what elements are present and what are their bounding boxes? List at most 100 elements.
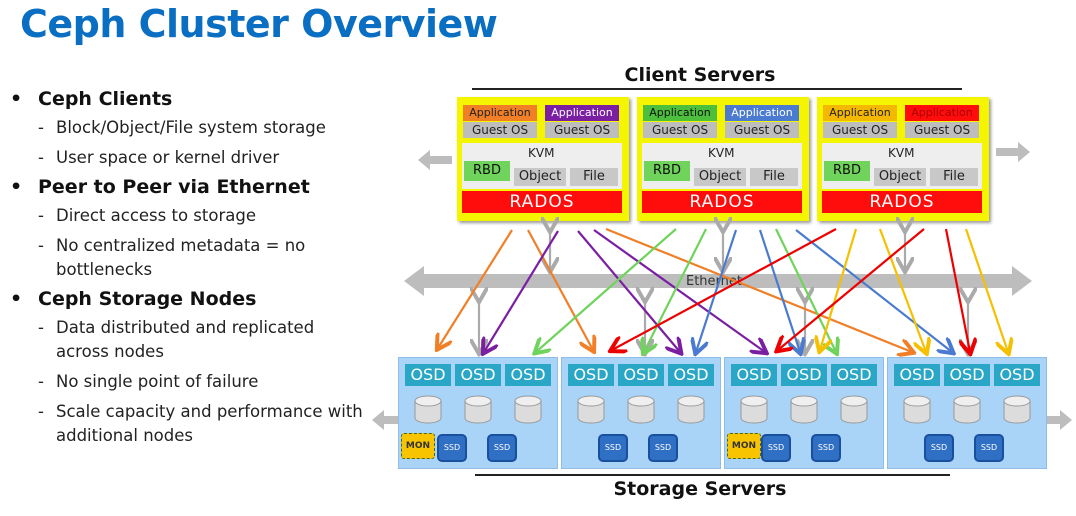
object-box: Object — [514, 168, 566, 186]
rbd-box: RBD — [824, 161, 870, 181]
osd-box: OSD — [894, 364, 940, 386]
bullet-heading: Ceph Storage Nodes — [38, 288, 257, 310]
data-flow-arrow-purple — [577, 230, 680, 352]
osd-box: OSD — [781, 364, 827, 386]
disk-icon — [513, 394, 543, 424]
data-flow-arrow-orange — [438, 229, 513, 348]
storage-node: OSD OSD OSD MON SSD SSD — [724, 357, 884, 469]
storage-right-arrow-icon — [1046, 410, 1072, 430]
file-box: File — [930, 168, 978, 186]
guest-os-box: Guest OS — [725, 122, 799, 138]
bullet-item: Data distributed and replicated across n… — [56, 318, 315, 361]
data-flow-arrow-orange — [527, 229, 593, 350]
rados-box: RADOS — [462, 191, 622, 213]
data-flow-arrow-blue — [795, 229, 952, 352]
client-divider — [472, 88, 962, 90]
dash-icon: - — [38, 148, 44, 167]
disk-icon — [739, 394, 769, 424]
storage-node: OSD OSD OSD MON SSD SSD — [398, 357, 558, 469]
data-flow-arrow-blue — [758, 229, 800, 352]
disk-icon — [839, 394, 869, 424]
bullet-heading: Peer to Peer via Ethernet — [38, 176, 310, 198]
bullet-item: Direct access to storage — [56, 206, 256, 225]
application-box: Application — [725, 105, 799, 121]
ethernet-label: Ethernet — [686, 274, 742, 289]
ssd-icon: SSD — [974, 434, 1004, 462]
ssd-icon: SSD — [598, 434, 628, 462]
data-flow-arrow-purple — [484, 230, 559, 352]
disk-icon — [676, 394, 706, 424]
dash-icon: - — [38, 206, 44, 225]
ssd-icon: SSD — [487, 434, 517, 462]
dash-icon: - — [38, 236, 44, 255]
disk-icon — [902, 394, 932, 424]
client-server: Application Application Guest OS Guest O… — [817, 97, 989, 221]
object-box: Object — [874, 168, 926, 186]
bullet-icon: • — [10, 176, 23, 198]
disk-icon — [952, 394, 982, 424]
mon-box: MON — [401, 433, 435, 459]
guest-os-box: Guest OS — [823, 122, 897, 138]
bullet-item: Scale capacity and performance with addi… — [56, 402, 363, 445]
dash-icon: - — [38, 372, 44, 391]
file-box: File — [750, 168, 798, 186]
data-flow-arrow-yellow — [878, 228, 926, 352]
client-server: Application Application Guest OS Guest O… — [637, 97, 809, 221]
osd-box: OSD — [668, 364, 714, 386]
guest-os-box: Guest OS — [643, 122, 717, 138]
bullet-item: No single point of failure — [56, 372, 259, 391]
application-box: Application — [643, 105, 717, 121]
bullet-item: User space or kernel driver — [56, 148, 280, 167]
bullet-item: No centralized metadata = no bottlenecks — [56, 236, 306, 279]
storage-node: OSD OSD OSD SSD SSD — [887, 357, 1047, 469]
data-flow-arrow-purple — [593, 229, 765, 352]
disk-icon — [789, 394, 819, 424]
rbd-box: RBD — [644, 161, 690, 181]
bullet-icon: • — [10, 88, 23, 110]
data-flow-arrow-blue — [696, 229, 738, 352]
disk-icon — [576, 394, 606, 424]
mon-box: MON — [727, 433, 761, 459]
application-box: Application — [463, 105, 537, 121]
ssd-icon: SSD — [924, 434, 954, 462]
osd-box: OSD — [831, 364, 877, 386]
osd-box: OSD — [455, 364, 501, 386]
storage-node: OSD OSD OSD SSD SSD — [561, 357, 721, 469]
dash-icon: - — [38, 402, 44, 421]
disk-icon — [626, 394, 656, 424]
dash-icon: - — [38, 118, 44, 137]
client-right-arrow-icon — [996, 142, 1030, 162]
file-box: File — [570, 168, 618, 186]
data-flow-arrow-green — [644, 228, 707, 352]
osd-box: OSD — [568, 364, 614, 386]
osd-box: OSD — [944, 364, 990, 386]
client-left-arrow-icon — [418, 150, 452, 170]
ssd-icon: SSD — [761, 434, 791, 462]
rados-box: RADOS — [642, 191, 802, 213]
bullet-heading: Ceph Clients — [38, 88, 173, 110]
disk-icon — [413, 394, 443, 424]
storage-divider — [475, 474, 950, 476]
kvm-label: KVM — [528, 146, 555, 160]
osd-box: OSD — [618, 364, 664, 386]
bullet-group-peer: • Peer to Peer via Ethernet -Direct acces… — [8, 176, 388, 282]
rbd-box: RBD — [464, 161, 510, 181]
data-flow-arrow-red — [944, 228, 970, 352]
osd-box: OSD — [731, 364, 777, 386]
page-title: Ceph Cluster Overview — [20, 2, 498, 46]
disk-icon — [463, 394, 493, 424]
osd-box: OSD — [405, 364, 451, 386]
guest-os-box: Guest OS — [463, 122, 537, 138]
ssd-icon: SSD — [437, 434, 467, 462]
osd-box: OSD — [505, 364, 551, 386]
storage-left-arrow-icon — [372, 410, 400, 430]
data-flow-arrow-yellow — [820, 228, 858, 350]
osd-box: OSD — [994, 364, 1040, 386]
kvm-box: KVM RBD Object File — [642, 143, 802, 189]
kvm-box: KVM RBD Object File — [822, 143, 982, 189]
client-server: Application Application Guest OS Guest O… — [457, 97, 629, 221]
bullet-group-clients: •Ceph Clients -Block/Object/File system … — [8, 88, 388, 170]
object-box: Object — [694, 168, 746, 186]
